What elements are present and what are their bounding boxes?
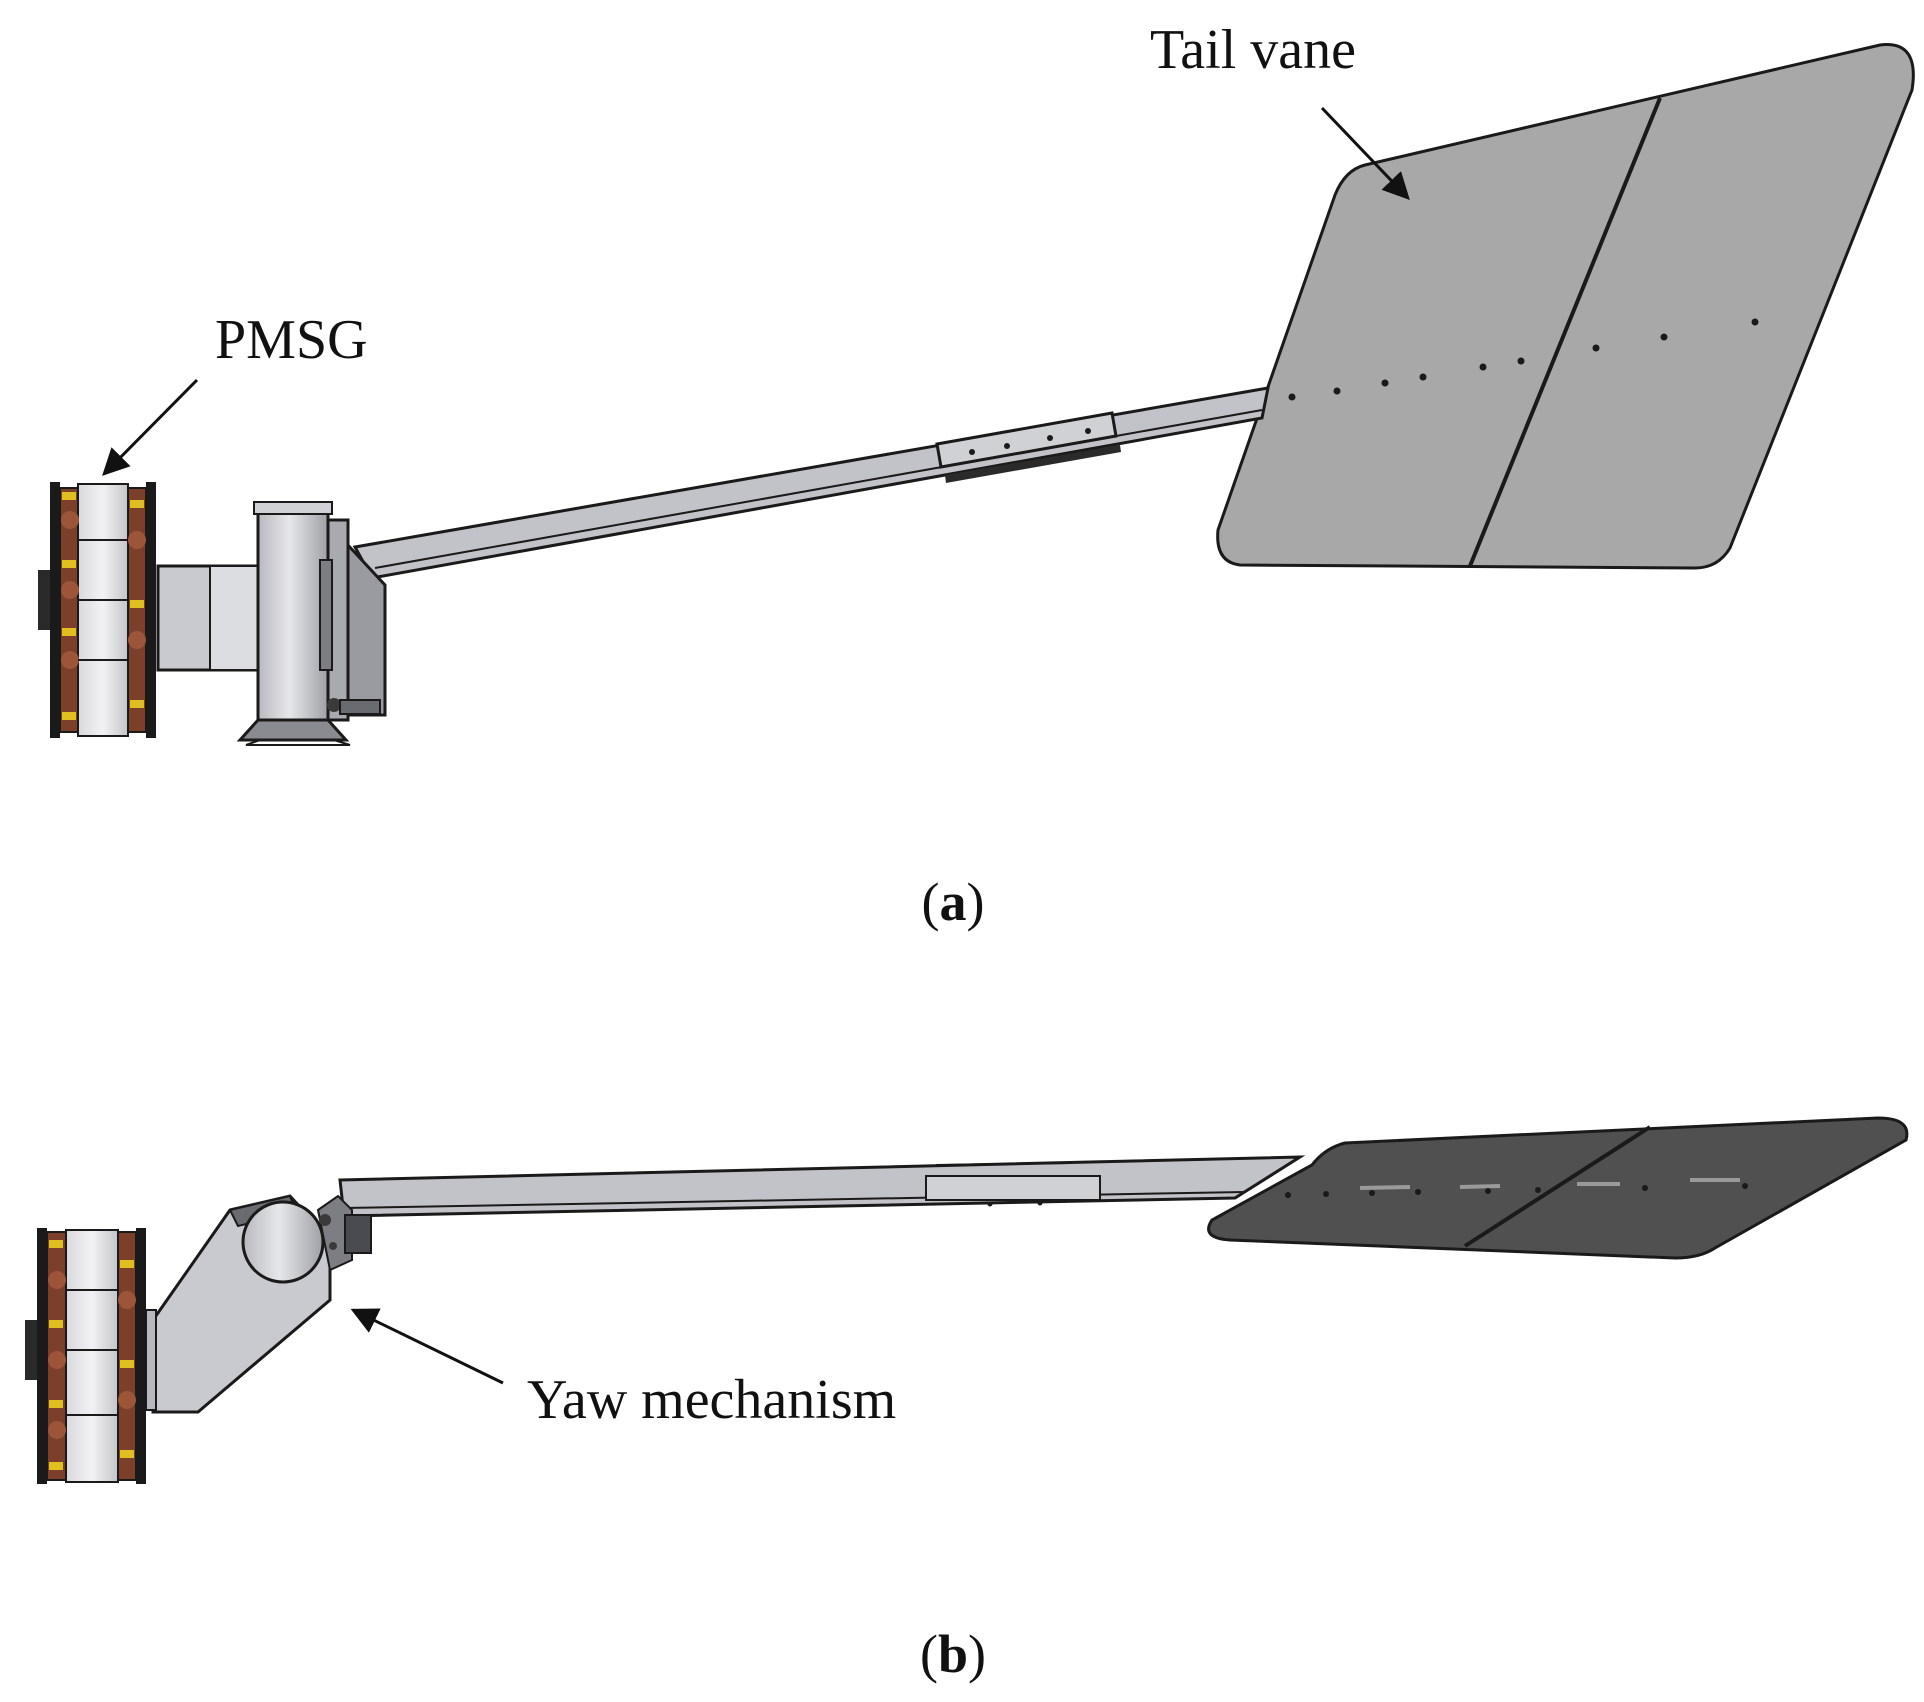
pmsg-label: PMSG (215, 309, 368, 371)
pmsg-arrow (102, 378, 199, 476)
tail-vane-a (1216, 43, 1915, 570)
panel-b: Yaw mechanism (b) (25, 1116, 1909, 1684)
boom-clamp-a (935, 411, 1121, 483)
caption-b: (b) (920, 1624, 986, 1684)
boom-clamp-b (925, 1162, 1101, 1207)
tail-vane-b (1207, 1116, 1909, 1260)
caption-a: (a) (922, 872, 985, 932)
rivet-row-a (1288, 318, 1759, 401)
tail-vane-label: Tail vane (1150, 19, 1356, 81)
panel-a: Tail vane PMSG (a) (38, 19, 1915, 932)
pmsg-generator-b (25, 1228, 157, 1484)
yaw-mechanism-arrow (350, 1308, 504, 1385)
yaw-mechanism-label: Yaw mechanism (527, 1369, 896, 1431)
tail-boom-a (352, 386, 1270, 580)
rivet-row-b (1285, 1178, 1748, 1198)
pmsg-generator-a (38, 482, 156, 738)
yaw-housing-a (156, 501, 387, 746)
yaw-mechanism-b (151, 1194, 372, 1414)
tail-boom-b (338, 1155, 1306, 1218)
tail-vane-arrow (1320, 106, 1410, 200)
